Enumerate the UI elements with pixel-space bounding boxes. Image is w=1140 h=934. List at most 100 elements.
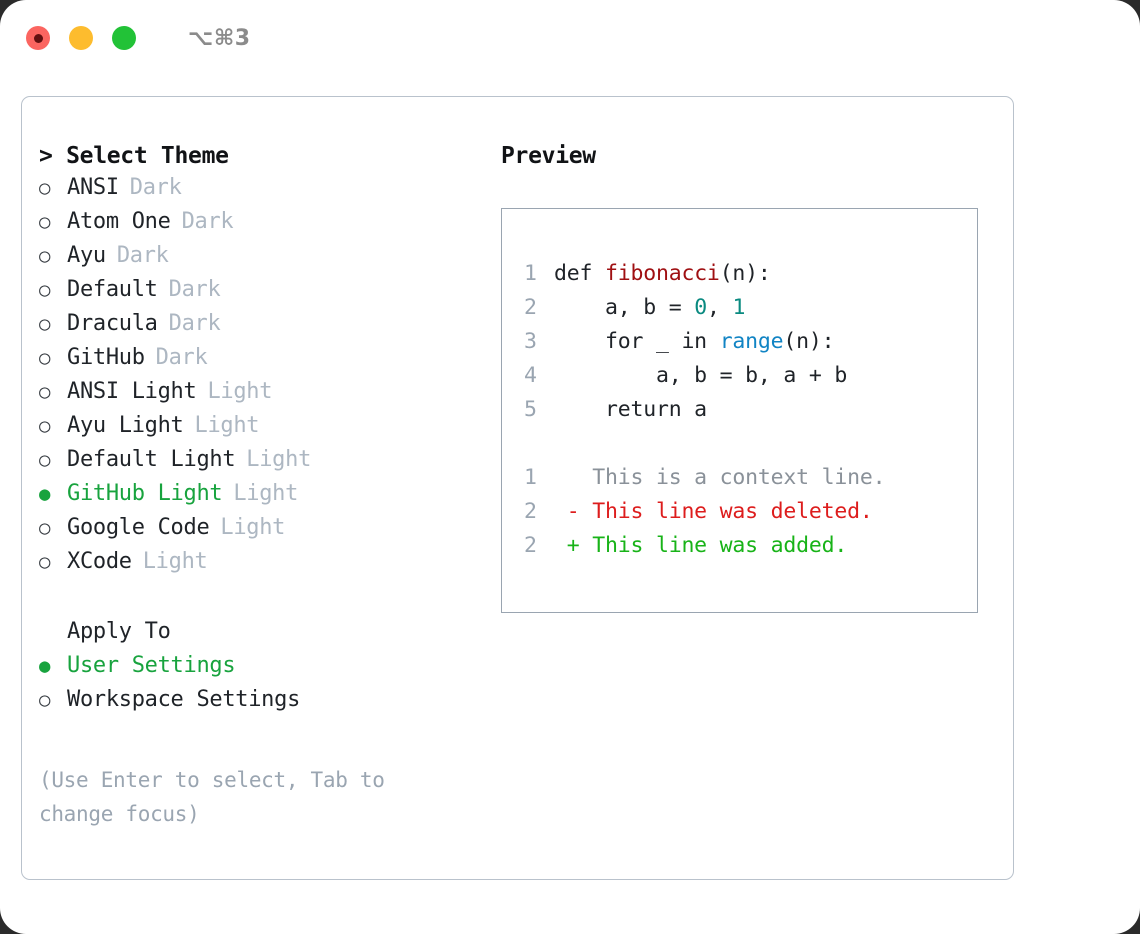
code-content: def fibonacci(n):: [554, 257, 771, 291]
code-content: a, b = b, a + b: [554, 359, 847, 393]
theme-list-item[interactable]: ○ Ayu Dark: [39, 239, 501, 273]
code-line: 5 return a: [524, 393, 977, 427]
diff-content: This is a context line.: [554, 465, 886, 490]
line-number: 1: [524, 465, 537, 490]
code-token-num: 1: [732, 295, 746, 320]
line-number: 1: [524, 261, 537, 286]
theme-radio-unselected-icon[interactable]: ○: [39, 313, 51, 335]
code-diff-spacer: [524, 427, 977, 461]
diff-sample: 1 This is a context line.2 - This line w…: [524, 461, 977, 563]
theme-radio-unselected-icon[interactable]: ○: [39, 381, 51, 403]
line-number: 2: [524, 499, 537, 524]
theme-name: ANSI: [67, 175, 119, 200]
preview-title: Preview: [501, 143, 596, 169]
theme-radio-selected-icon[interactable]: ●: [39, 483, 51, 505]
theme-radio-unselected-icon[interactable]: ○: [39, 517, 51, 539]
theme-list-item[interactable]: ○ Default Light Light: [39, 443, 501, 477]
apply-option-label: User Settings: [67, 653, 236, 678]
code-token-num: 0: [694, 295, 707, 320]
theme-radio-unselected-icon[interactable]: ○: [39, 279, 51, 301]
theme-category-tag: Light: [207, 379, 273, 404]
code-line: 4 a, b = b, a + b: [524, 359, 977, 393]
titlebar: ⌥⌘3: [0, 0, 1140, 76]
theme-name: XCode: [67, 549, 132, 574]
minimize-button[interactable]: [69, 26, 93, 50]
apply-to-options[interactable]: ● User Settings ○ Workspace Settings: [39, 649, 501, 717]
code-token-plain: def: [554, 261, 605, 286]
theme-category-tag: Dark: [155, 345, 208, 370]
code-token-fn: fibonacci: [604, 261, 720, 286]
line-number: 4: [524, 363, 537, 388]
theme-list-item[interactable]: ○ Google Code Light: [39, 511, 501, 545]
apply-to-label: Apply To: [67, 619, 171, 644]
theme-category-tag: Dark: [116, 243, 169, 268]
theme-category-tag: Light: [246, 447, 312, 472]
theme-radio-unselected-icon[interactable]: ○: [39, 415, 51, 437]
code-token-plain: a, b = b, a + b: [554, 363, 848, 388]
theme-radio-unselected-icon[interactable]: ○: [39, 449, 51, 471]
apply-radio-unselected-icon[interactable]: ○: [39, 689, 51, 711]
theme-radio-unselected-icon[interactable]: ○: [39, 177, 51, 199]
theme-list-item[interactable]: ○ GitHub Dark: [39, 341, 501, 375]
keyboard-hint: (Use Enter to select, Tab to change focu…: [39, 768, 385, 826]
apply-to-marker-placeholder: ○: [39, 615, 67, 649]
theme-radio-unselected-icon[interactable]: ○: [39, 245, 51, 267]
theme-name: Default Light: [67, 447, 236, 472]
select-theme-header: > Select Theme: [39, 143, 229, 169]
apply-option-label: Workspace Settings: [67, 687, 301, 712]
apply-to-option[interactable]: ○ Workspace Settings: [39, 683, 501, 717]
theme-category-tag: Dark: [129, 175, 182, 200]
theme-category-tag: Dark: [168, 311, 221, 336]
theme-category-tag: Light: [142, 549, 208, 574]
theme-radio-unselected-icon[interactable]: ○: [39, 551, 51, 573]
theme-name: Google Code: [67, 515, 210, 540]
code-line: 2 a, b = 0, 1: [524, 291, 977, 325]
close-button[interactable]: [26, 26, 50, 50]
theme-category-tag: Light: [233, 481, 299, 506]
code-line: 3 for _ in range(n):: [524, 325, 977, 359]
code-token-plain: for _ in: [554, 329, 720, 354]
code-line: 1 def fibonacci(n):: [524, 257, 977, 291]
theme-radio-unselected-icon[interactable]: ○: [39, 347, 51, 369]
theme-name: Ayu Light: [67, 413, 184, 438]
apply-to-option[interactable]: ● User Settings: [39, 649, 501, 683]
theme-list-item[interactable]: ○ ANSI Dark: [39, 171, 501, 205]
code-content: a, b = 0, 1: [554, 291, 745, 325]
line-number: 5: [524, 397, 537, 422]
window-controls: [26, 26, 136, 50]
apply-to-header: ○ Apply To: [39, 615, 501, 649]
code-token-plain: return a: [554, 397, 707, 422]
theme-list-item[interactable]: ○ Dracula Dark: [39, 307, 501, 341]
theme-list-item[interactable]: ○ XCode Light: [39, 545, 501, 579]
theme-radio-unselected-icon[interactable]: ○: [39, 211, 51, 233]
diff-line-context: 1 This is a context line.: [524, 461, 977, 495]
code-content: for _ in range(n):: [554, 325, 835, 359]
line-number: 2: [524, 295, 537, 320]
maximize-button[interactable]: [112, 26, 136, 50]
theme-name: Atom One: [67, 209, 171, 234]
theme-category-tag: Light: [220, 515, 286, 540]
code-token-plain: (n):: [783, 329, 835, 354]
line-number: 3: [524, 329, 537, 354]
theme-name: Dracula: [67, 311, 158, 336]
theme-name: Default: [67, 277, 158, 302]
line-number: 2: [524, 533, 537, 558]
code-token-plain: ,: [706, 295, 733, 320]
theme-name: Ayu: [67, 243, 106, 268]
theme-name: GitHub: [67, 345, 145, 370]
diff-line-added: 2 + This line was added.: [524, 529, 977, 563]
apply-radio-selected-icon[interactable]: ●: [39, 655, 51, 677]
